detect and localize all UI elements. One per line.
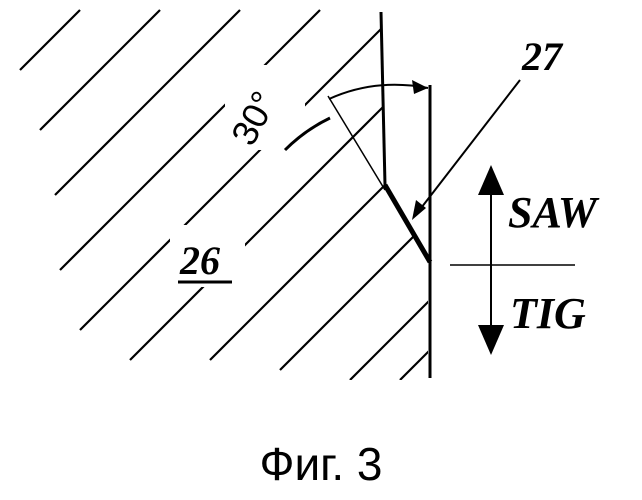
arrow-down-head bbox=[478, 325, 504, 355]
groove-edge-line bbox=[381, 12, 385, 185]
arrow-up-head bbox=[478, 165, 504, 195]
angle-reference-line bbox=[328, 96, 385, 190]
lower-process-label: TIG bbox=[510, 289, 586, 338]
figure-caption: Фиг. 3 bbox=[260, 438, 383, 490]
part-26-label: 26 bbox=[179, 238, 220, 283]
part-27-label: 27 bbox=[521, 34, 564, 79]
process-direction-arrow bbox=[478, 165, 504, 355]
groove-bevel-line bbox=[385, 185, 430, 262]
angle-arrow bbox=[412, 80, 428, 94]
upper-process-label: SAW bbox=[508, 188, 600, 237]
part-27-leader bbox=[412, 80, 520, 220]
